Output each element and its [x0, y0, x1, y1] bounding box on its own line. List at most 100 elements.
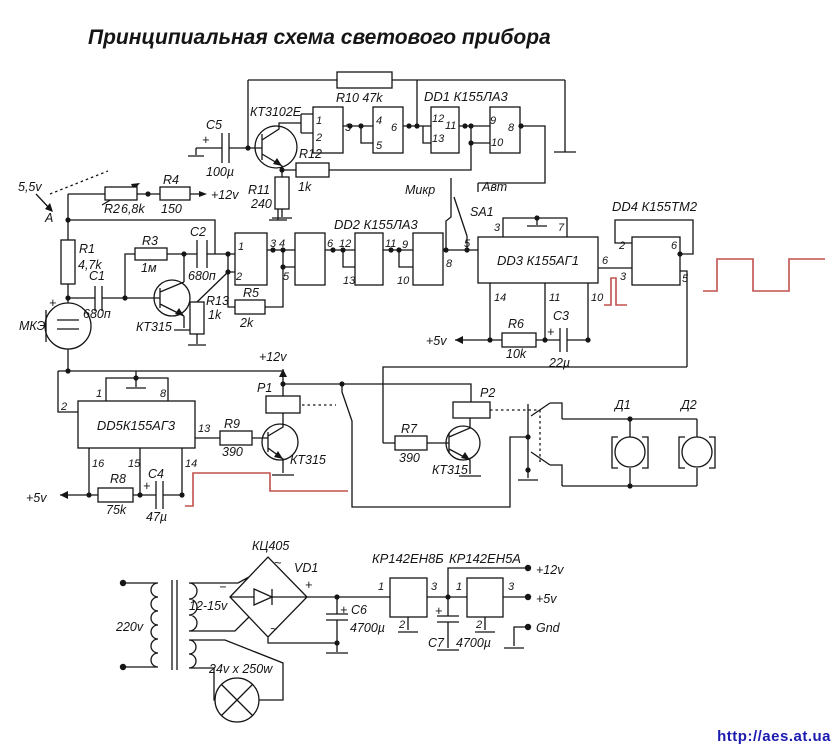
dd4-pin3: 3	[620, 271, 627, 283]
dd1-pin2: 2	[315, 132, 322, 144]
label-c5: C5	[206, 118, 222, 132]
dd1-pin4: 4	[376, 115, 382, 127]
dd1-gate-b	[372, 106, 404, 154]
dd4-pin5: 5	[682, 273, 689, 285]
dd3-pin11: 11	[549, 292, 560, 304]
label-c5-value: 100µ	[206, 165, 234, 179]
dd5-pin15: 15	[128, 458, 141, 470]
label-mic-plus: +	[49, 296, 56, 310]
label-r5-value: 2k	[239, 316, 254, 330]
label-r1-value: 4,7k	[78, 258, 102, 272]
dd1-pin6: 6	[391, 122, 398, 134]
dd1-gate-c	[430, 106, 460, 154]
psu-wires	[123, 556, 528, 723]
dd4-wires	[382, 219, 694, 443]
pulse-waveform	[604, 277, 627, 306]
label-r3-value: 1м	[141, 261, 157, 275]
reg2-pin2: 2	[475, 619, 482, 631]
dd1-pin11: 11	[445, 120, 456, 132]
resistor-r2	[104, 186, 138, 201]
label-vt3: КТ315	[290, 453, 326, 467]
label-c7-value: 4700µ	[456, 636, 491, 650]
dd2-pin1: 1	[238, 241, 244, 253]
label-r13-value: 1k	[208, 308, 222, 322]
label-mic: МКЭ	[19, 319, 46, 333]
dd2-gate-1	[234, 232, 268, 286]
label-r3: R3	[142, 234, 158, 248]
resistor-r10	[336, 71, 393, 89]
label-r2-value: 6,8k	[121, 202, 145, 216]
label-12v-out: +12v	[536, 563, 564, 577]
dd1-gate-a	[312, 106, 344, 154]
component-boxes	[60, 71, 681, 618]
label-dd2: DD2 К155ЛА3	[334, 217, 419, 232]
dd2-pin13: 13	[343, 275, 356, 287]
regulator-1	[389, 577, 428, 618]
labels: C5 + 100µ КТ3102Е R10 47k DD1 К155ЛА3 R1…	[18, 89, 698, 676]
label-r7: R7	[401, 422, 418, 436]
label-c6-value: 4700µ	[350, 621, 385, 635]
regulator-2	[466, 577, 504, 618]
label-5v-dd5: +5v	[26, 491, 47, 505]
label-mikr: Микр	[405, 183, 435, 197]
dd2-gate-2	[294, 232, 326, 286]
label-minus: −	[219, 580, 226, 594]
label-dd1: DD1 К155ЛА3	[424, 89, 509, 104]
dd2-pin8: 8	[446, 258, 453, 270]
label-r13: R13	[206, 294, 229, 308]
dd3-pin14: 14	[494, 292, 506, 304]
dd4-pin2: 2	[618, 240, 625, 252]
oscillator-wires	[188, 79, 576, 219]
label-vt1: КТ3102Е	[250, 105, 302, 119]
square-waveform	[703, 258, 825, 292]
dd2-pin10: 10	[397, 275, 410, 287]
dd2-pin3: 3	[270, 238, 277, 250]
label-lamp24: 24v x 250w	[208, 662, 273, 676]
dd2-pin5: 5	[283, 271, 290, 283]
label-c1-value: 680п	[83, 307, 111, 321]
label-r2: R2	[104, 202, 120, 216]
label-220v: 220v	[115, 620, 144, 634]
dd2-pin11: 11	[385, 238, 396, 250]
sa1-wires	[445, 178, 468, 250]
dd5-pin1: 1	[96, 388, 102, 400]
label-r10: R10 47k	[336, 91, 383, 105]
label-reg1: КР142ЕН8Б	[372, 551, 444, 566]
label-r1: R1	[79, 242, 95, 256]
resistor-r11	[274, 176, 290, 210]
label-ac1: ~	[274, 556, 281, 570]
page-title: Принципиальная схема светового прибора	[88, 26, 551, 49]
label-5v-dd3: +5v	[426, 334, 447, 348]
label-c7-plus: +	[435, 604, 442, 618]
dd3-pin7: 7	[558, 222, 565, 234]
dd1-pin1: 1	[316, 115, 322, 127]
dd4-chip	[631, 236, 681, 286]
dd1-pin5: 5	[376, 140, 383, 152]
dd3-chip	[477, 236, 599, 284]
relay-p1-coil	[265, 395, 301, 414]
dd5-chip	[77, 400, 196, 449]
label-ac2: ~	[270, 622, 277, 636]
label-p1: P1	[257, 381, 272, 395]
label-vt2: КТ315	[136, 320, 172, 334]
label-sec: 12-15v	[189, 599, 228, 613]
label-r6-value: 10k	[506, 347, 527, 361]
label-c3-plus: +	[547, 325, 554, 339]
label-p2: P2	[480, 386, 495, 400]
reg2-pin3: 3	[508, 581, 515, 593]
label-r12-value: 1k	[298, 180, 312, 194]
label-r7-value: 390	[399, 451, 420, 465]
label-r8-value: 75k	[106, 503, 127, 517]
resistor-r6	[501, 332, 537, 348]
dd5-pin16: 16	[92, 458, 105, 470]
label-r12: R12	[299, 147, 322, 161]
label-c4-plus: +	[143, 479, 150, 493]
dd2-pin9: 9	[402, 239, 408, 251]
label-plus: +	[305, 578, 312, 592]
label-c4: C4	[148, 467, 164, 481]
dd3-pin6: 6	[602, 255, 609, 267]
label-c2-value: 680п	[188, 269, 216, 283]
label-sa1: SA1	[470, 205, 494, 219]
label-c7: C7	[428, 636, 445, 650]
